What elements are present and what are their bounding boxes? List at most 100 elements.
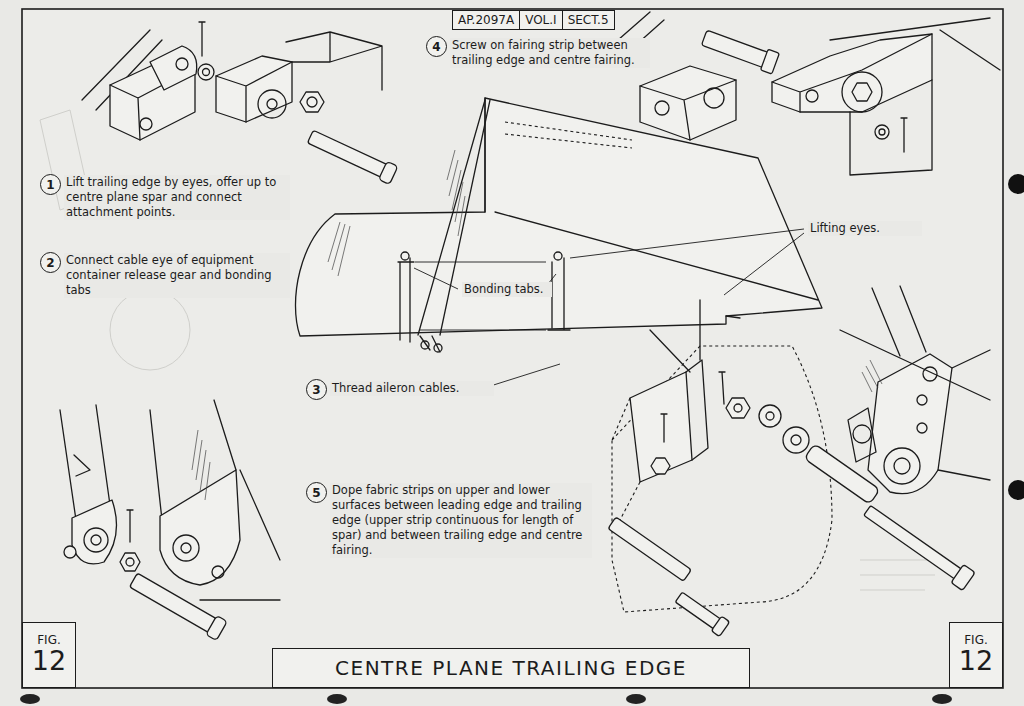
line-art: [901, 118, 907, 152]
line-art: [447, 150, 465, 236]
line-art: [110, 290, 190, 370]
line-art: [711, 616, 730, 636]
line-art: [761, 49, 780, 74]
trailing-edge-assembly: [295, 98, 822, 352]
line-art: [766, 412, 774, 420]
spar-fitting-bottom-right: [608, 286, 990, 637]
spar-fitting-top-left: [82, 22, 398, 185]
line-art: [917, 395, 927, 405]
line-art: [806, 90, 818, 102]
line-art: [203, 69, 210, 76]
figure-title: CENTRE PLANE TRAILING EDGE: [272, 648, 750, 688]
instruction-text: Connect cable eye of equipment container…: [64, 253, 290, 298]
line-art: [554, 252, 562, 260]
figure-label: FIG.: [37, 634, 61, 647]
line-art: [759, 405, 781, 427]
line-art: [212, 566, 224, 578]
figure-label: FIG.: [964, 634, 988, 647]
line-art: [74, 455, 90, 476]
leader-lines: [414, 229, 804, 388]
line-art: [868, 354, 952, 494]
line-art: [199, 22, 205, 56]
line-art: [505, 122, 632, 148]
line-art: [650, 300, 700, 372]
line-art: [719, 372, 725, 404]
callout-number: 4: [432, 41, 440, 53]
line-art: [418, 100, 490, 335]
line-art: [570, 229, 804, 295]
line-art: [198, 64, 214, 80]
line-art: [379, 161, 398, 184]
line-art: [60, 405, 110, 520]
line-art: [181, 543, 191, 553]
line-art: [772, 34, 932, 112]
line-art: [64, 546, 76, 558]
line-art: [328, 222, 350, 276]
line-art: [864, 506, 963, 580]
callout-number: 2: [46, 257, 54, 269]
line-art: [150, 46, 197, 90]
line-art: [612, 398, 640, 520]
instruction-text: Thread aileron cables.: [330, 381, 494, 396]
line-art: [951, 565, 975, 591]
reference-text: VOL.I: [519, 11, 561, 29]
reference-text: SECT.5: [562, 11, 614, 29]
line-art: [875, 125, 889, 139]
figure-number: 12: [959, 647, 993, 675]
callout-number: 3: [312, 384, 320, 396]
line-art: [860, 560, 935, 590]
step-number-circle: 2: [40, 252, 61, 273]
instruction-text: Dope fabric strips on upper and lower su…: [330, 483, 592, 558]
line-art: [216, 62, 292, 122]
line-art: [783, 427, 809, 453]
line-art: [1008, 174, 1024, 194]
line-art: [258, 90, 286, 118]
line-art: [655, 101, 669, 115]
line-art: [110, 58, 195, 140]
line-art: [862, 360, 882, 392]
line-art: [830, 18, 1000, 175]
line-art: [804, 444, 880, 505]
line-art: [91, 535, 101, 545]
line-art: [686, 360, 708, 460]
page-frame: [22, 9, 1003, 688]
line-art: [879, 129, 885, 135]
line-art: [484, 364, 560, 388]
figure-number-box: FIG.12: [22, 622, 76, 688]
line-art: [84, 528, 108, 552]
step-number-circle: 1: [40, 174, 61, 195]
part-label: Bonding tabs.: [462, 282, 552, 297]
line-art: [852, 83, 872, 101]
line-art: [286, 32, 382, 90]
instruction-text: Lift trailing edge by eyes, offer up to …: [64, 175, 290, 220]
line-art: [173, 535, 199, 561]
line-art: [300, 92, 324, 112]
line-art: [791, 435, 801, 445]
step-number-circle: 4: [426, 36, 447, 57]
callout-number: 5: [312, 487, 320, 499]
reference-box: AP.2097AVOL.ISECT.5: [452, 10, 615, 30]
line-art: [72, 500, 117, 564]
line-art: [295, 98, 822, 336]
line-art: [267, 99, 277, 109]
line-art: [700, 27, 779, 74]
reference-text: AP.2097A: [453, 11, 519, 29]
line-art: [726, 398, 750, 418]
line-art: [398, 258, 414, 342]
part-label: Lifting eyes.: [808, 221, 922, 236]
line-art: [848, 408, 876, 462]
line-art: [160, 470, 240, 585]
line-art: [651, 458, 670, 474]
line-art: [140, 118, 152, 130]
line-art: [675, 592, 721, 629]
line-art: [804, 444, 880, 505]
line-art: [772, 34, 932, 112]
line-art: [192, 430, 210, 500]
line-art: [674, 590, 730, 637]
line-art: [307, 130, 389, 178]
line-art: [327, 694, 347, 704]
line-art: [176, 58, 188, 70]
figure-number-box: FIG.12: [949, 622, 1003, 688]
line-art: [1008, 480, 1024, 500]
